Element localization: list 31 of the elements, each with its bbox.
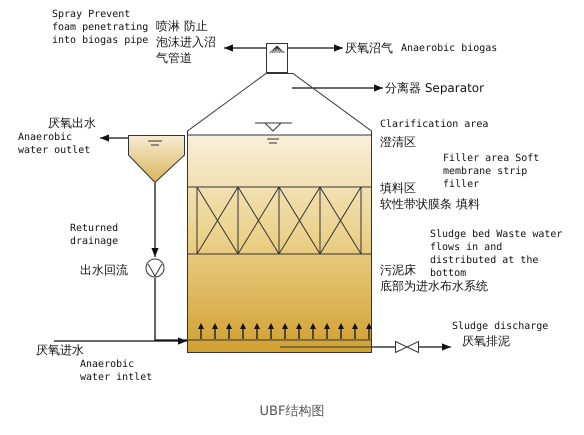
english-label: Clarification area	[380, 118, 490, 131]
arrow	[151, 183, 159, 257]
chinese-label: 污泥床	[380, 262, 417, 278]
english-label: Returned drainage	[70, 222, 120, 248]
chinese-label: 厌氧进水	[36, 342, 85, 358]
chinese-label: 喷淋 防止泡沫进入沼气管道	[156, 18, 217, 66]
chinese-label: 出水回流	[80, 262, 129, 278]
pipe-line	[154, 278, 187, 341]
arrow	[288, 44, 343, 52]
english-label: Filler area Soft membrane strip filler	[443, 152, 540, 191]
chinese-label: 厌氧出水	[47, 115, 97, 131]
english-label: Anaerobic water outlet	[18, 131, 92, 157]
chinese-label: 填料区	[380, 180, 417, 196]
arrow	[224, 44, 266, 52]
arrow	[100, 134, 128, 142]
chinese-label: 底部为进水布水系统	[380, 278, 489, 294]
english-label: Sludge bed Waste water flows in and distributed at the bottom	[430, 228, 564, 280]
chinese-label: 厌氧排泥	[461, 333, 511, 349]
arrow	[54, 337, 187, 345]
chinese-label: 分离器 Separator	[385, 80, 484, 96]
english-label: Anaerobic water intlet	[79, 358, 154, 384]
chinese-label: 厌氧沼气	[345, 40, 393, 56]
english-label: Spray Prevent foam penetrating into biogas pipe	[52, 8, 150, 48]
chinese-label: 澄清区	[380, 134, 417, 150]
english-label: Sludge discharge	[452, 320, 550, 333]
pipe-line	[372, 346, 395, 348]
english-label: Anaerobic biogas	[401, 42, 498, 54]
arrow	[419, 343, 451, 351]
arrow	[292, 84, 383, 92]
chinese-label: 软性带状膜条 填料	[380, 196, 481, 212]
caption: UBF结构图	[258, 403, 326, 420]
